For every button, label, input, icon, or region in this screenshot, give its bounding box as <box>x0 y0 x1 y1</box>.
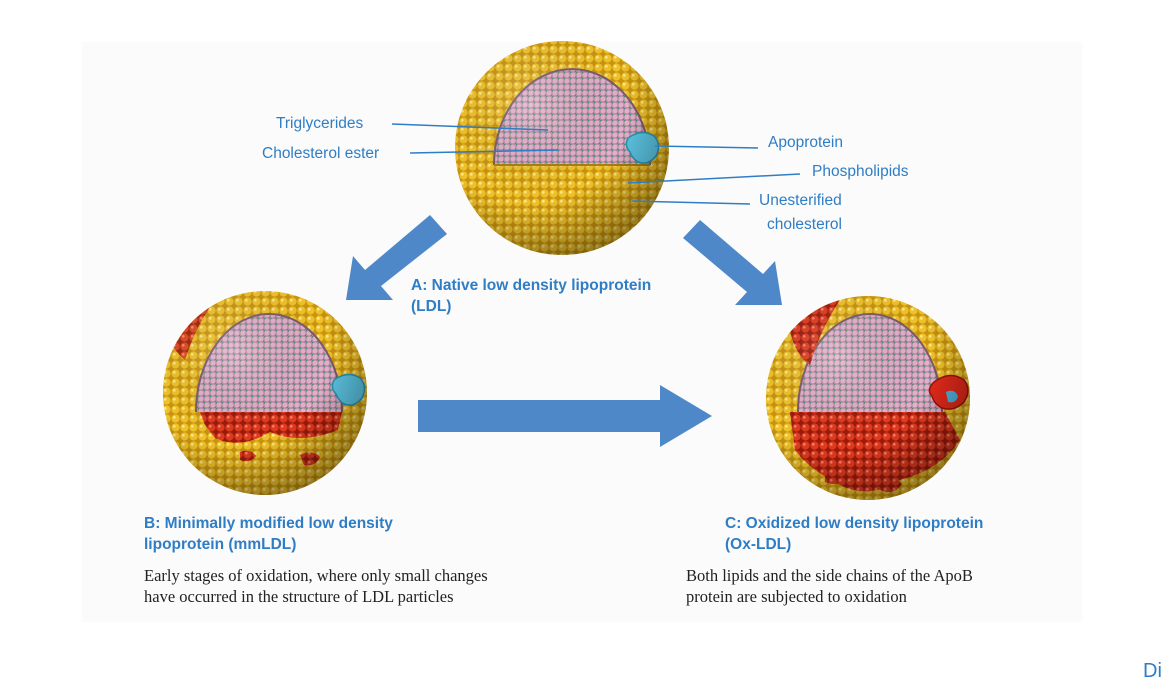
particle-b-desc-line1: Early stages of oxidation, where only sm… <box>144 566 488 585</box>
particle-a-title: A: Native low density lipoprotein (LDL) <box>411 275 651 317</box>
particle-c-sphere <box>766 296 970 500</box>
particle-b-desc-line2: have occurred in the structure of LDL pa… <box>144 587 454 606</box>
label-pointer-lines <box>391 123 801 205</box>
particle-b-title: B: Minimally modified low density lipopr… <box>144 513 393 555</box>
corner-text: Di <box>1143 660 1162 682</box>
label-cholesterol-ester: Cholesterol ester <box>262 145 380 162</box>
particle-a-sphere <box>455 41 669 255</box>
arrow-a-to-b <box>346 215 447 300</box>
particle-a-title-line1: A: Native low density lipoprotein <box>411 277 652 294</box>
particle-b-description: Early stages of oxidation, where only sm… <box>144 565 488 607</box>
label-phospholipids: Phospholipids <box>812 163 909 180</box>
particle-c-desc-line1: Both lipids and the side chains of the A… <box>686 566 973 585</box>
particle-c-description: Both lipids and the side chains of the A… <box>686 565 973 607</box>
label-unesterified: Unesterified <box>759 192 842 209</box>
arrow-b-to-c <box>418 385 712 447</box>
particle-b-title-line2: lipoprotein (mmLDL) <box>144 536 297 553</box>
particle-c-title: C: Oxidized low density lipoprotein (Ox-… <box>725 513 983 555</box>
label-apoprotein: Apoprotein <box>768 134 843 151</box>
particle-c-title-line1: C: Oxidized low density lipoprotein <box>725 515 984 532</box>
particle-b-title-line1: B: Minimally modified low density <box>144 515 393 532</box>
particle-c-title-line2: (Ox-LDL) <box>725 536 792 553</box>
particle-c-desc-line2: protein are subjected to oxidation <box>686 587 907 606</box>
label-cholesterol: cholesterol <box>767 216 842 233</box>
particle-a-title-line2: (LDL) <box>411 298 452 315</box>
label-triglycerides: Triglycerides <box>276 115 364 132</box>
arrow-a-to-c <box>683 220 782 305</box>
particle-b-sphere <box>163 291 367 495</box>
